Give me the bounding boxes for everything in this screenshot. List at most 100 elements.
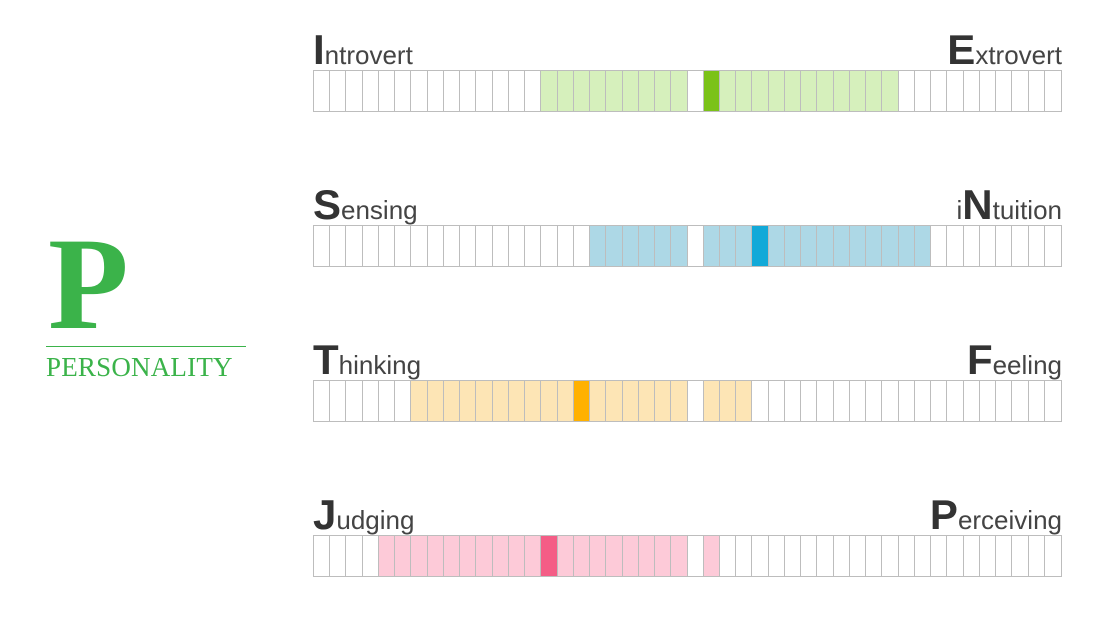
scale-segment xyxy=(363,226,379,266)
left-trait-label: Judging xyxy=(313,494,414,536)
scale-segment xyxy=(688,381,704,421)
scale-segment-filled xyxy=(769,226,785,266)
scale-segment-filled xyxy=(720,71,736,111)
scale-segment xyxy=(314,226,330,266)
scale-segment xyxy=(1045,71,1061,111)
scale-track xyxy=(313,535,1062,577)
logo-letter: P xyxy=(48,210,129,357)
scale-segment xyxy=(444,71,460,111)
scale-segment xyxy=(346,381,363,421)
scale-segment-filled xyxy=(444,536,460,576)
scale-segment-filled xyxy=(379,536,395,576)
scale-segment xyxy=(931,71,947,111)
right-trait-label: iNtuition xyxy=(956,184,1062,226)
scale-segment-filled xyxy=(606,536,623,576)
scale-segment xyxy=(769,536,785,576)
scale-segment xyxy=(996,71,1012,111)
right-trait-label: Feeling xyxy=(967,339,1062,381)
scale-segment xyxy=(1029,226,1045,266)
scale-segment-filled xyxy=(736,71,752,111)
scale-segment xyxy=(1029,536,1045,576)
scale-segment-filled xyxy=(558,536,574,576)
scale-segment-filled xyxy=(866,71,882,111)
scale-segment xyxy=(817,381,834,421)
scale-segment xyxy=(444,226,460,266)
scale-segment-filled xyxy=(493,536,509,576)
scale-segment xyxy=(980,381,996,421)
scale-segment-filled xyxy=(395,536,411,576)
scale-segment-filled xyxy=(655,381,671,421)
scale-labels: Sensing iNtuition xyxy=(313,184,1062,226)
scale-segment-filled xyxy=(850,71,866,111)
scale-segment xyxy=(428,226,444,266)
scale-segment xyxy=(964,536,980,576)
scale-segment xyxy=(899,71,915,111)
scale-segment xyxy=(460,71,476,111)
scale-segment xyxy=(476,226,493,266)
right-trait-initial: F xyxy=(966,336,993,383)
scale-segment-filled xyxy=(899,226,915,266)
scale-segment xyxy=(460,226,476,266)
scale-segment xyxy=(834,536,850,576)
scale-segment-filled xyxy=(850,226,866,266)
scale-row-ie: Introvert Extrovert xyxy=(313,29,1062,112)
scale-segment xyxy=(801,536,817,576)
scale-segment-filled xyxy=(509,536,525,576)
scale-segment xyxy=(931,381,947,421)
scale-segment xyxy=(428,71,444,111)
scale-segment xyxy=(363,71,379,111)
scale-segment-filled xyxy=(493,381,509,421)
right-trait-initial: E xyxy=(947,26,976,73)
scale-segment xyxy=(688,71,704,111)
scale-segment-filled xyxy=(623,71,639,111)
scale-segment xyxy=(1029,71,1045,111)
scale-segment-filled xyxy=(606,226,623,266)
scale-segment-filled xyxy=(623,226,639,266)
scale-segment-filled xyxy=(476,536,493,576)
right-trait-initial: N xyxy=(962,181,993,228)
scale-segment xyxy=(996,536,1012,576)
scale-segment-filled xyxy=(671,71,688,111)
scale-segment-filled xyxy=(525,536,541,576)
scale-segment-filled xyxy=(915,226,931,266)
scale-segment xyxy=(736,536,752,576)
scale-segment xyxy=(493,226,509,266)
left-trait-rest: ntrovert xyxy=(324,40,413,70)
scale-segment xyxy=(330,71,346,111)
left-trait-initial: T xyxy=(313,336,339,383)
scale-segment-filled xyxy=(834,71,850,111)
scale-segment-filled xyxy=(590,226,606,266)
scale-segment xyxy=(980,536,996,576)
right-trait-label: Extrovert xyxy=(947,29,1062,71)
scale-segment-filled xyxy=(704,536,720,576)
scale-segment xyxy=(1045,226,1061,266)
scale-segment xyxy=(314,71,330,111)
scale-segment xyxy=(1012,381,1029,421)
scale-segment-filled xyxy=(639,381,655,421)
right-trait-rest: tuition xyxy=(992,195,1062,225)
left-trait-label: Thinking xyxy=(313,339,422,381)
scale-segment-filled xyxy=(623,536,639,576)
scale-segment-filled xyxy=(558,71,574,111)
scale-segment xyxy=(330,381,346,421)
scale-segment xyxy=(379,226,395,266)
left-trait-rest: hinking xyxy=(338,350,422,380)
scale-segment-filled xyxy=(590,381,606,421)
scale-segment xyxy=(720,536,736,576)
scale-segment-filled xyxy=(428,381,444,421)
scale-segment xyxy=(688,226,704,266)
scale-segment-filled xyxy=(671,536,688,576)
scale-segment xyxy=(850,381,866,421)
scale-segment xyxy=(850,536,866,576)
scale-segment xyxy=(558,226,574,266)
scale-segment-filled xyxy=(411,536,428,576)
scale-track xyxy=(313,225,1062,267)
scale-segment xyxy=(1012,536,1029,576)
scale-segment-filled xyxy=(801,226,817,266)
scale-segment xyxy=(866,381,882,421)
scale-segment-filled xyxy=(704,226,720,266)
scale-segment xyxy=(363,381,379,421)
scale-row-tf: Thinking Feeling xyxy=(313,339,1062,422)
scale-segment xyxy=(947,381,964,421)
scale-segment-filled xyxy=(752,71,769,111)
